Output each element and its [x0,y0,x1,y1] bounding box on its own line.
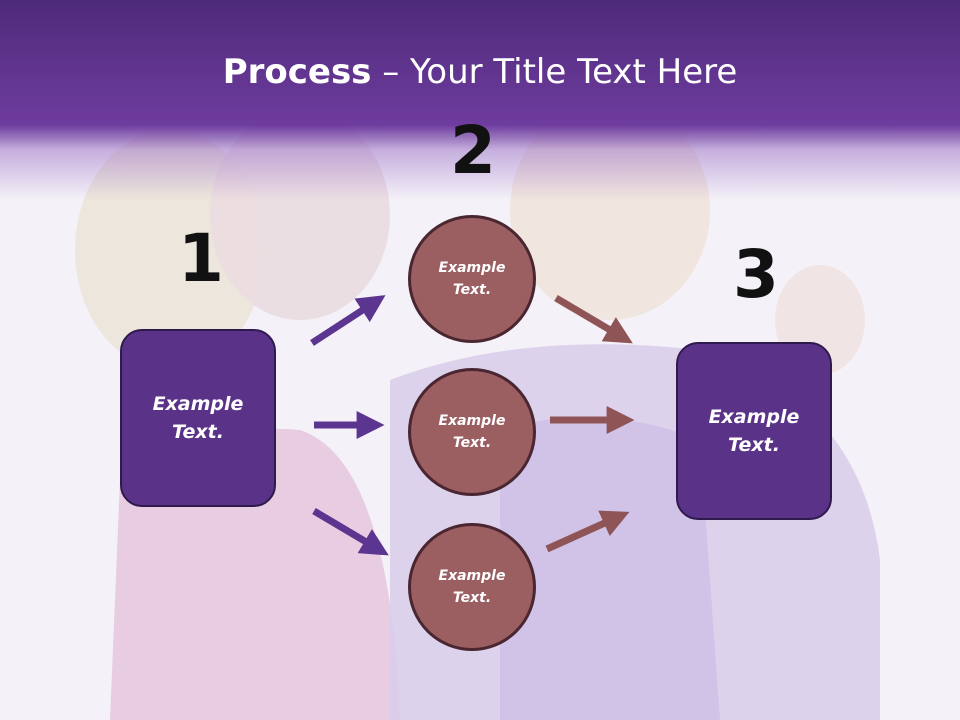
process-box-left: Example Text. [120,329,276,507]
arrow-bottom-to-right [545,510,630,553]
title-rest: – Your Title Text Here [371,52,738,92]
process-box-right-text: Example Text. [708,405,800,457]
step-number-3: 3 [733,236,779,313]
process-circle-top: Example Text. [408,215,536,343]
step-number-2: 2 [450,112,496,189]
step-number-1: 1 [178,220,224,297]
process-circle-bottom-text: Example Text. [438,567,506,606]
arrow-left-to-top [310,295,386,346]
process-circle-top-text: Example Text. [438,259,506,298]
slide-title: Process – Your Title Text Here [0,52,960,92]
process-circle-bottom: Example Text. [408,523,536,651]
arrow-top-to-right [554,294,633,344]
title-bar [0,0,960,200]
arrow-left-to-bottom [312,507,389,556]
process-circle-middle: Example Text. [408,368,536,496]
title-bold: Process [222,52,372,92]
process-circle-middle-text: Example Text. [438,412,506,451]
process-box-right: Example Text. [676,342,832,520]
process-box-left-text: Example Text. [152,392,244,444]
